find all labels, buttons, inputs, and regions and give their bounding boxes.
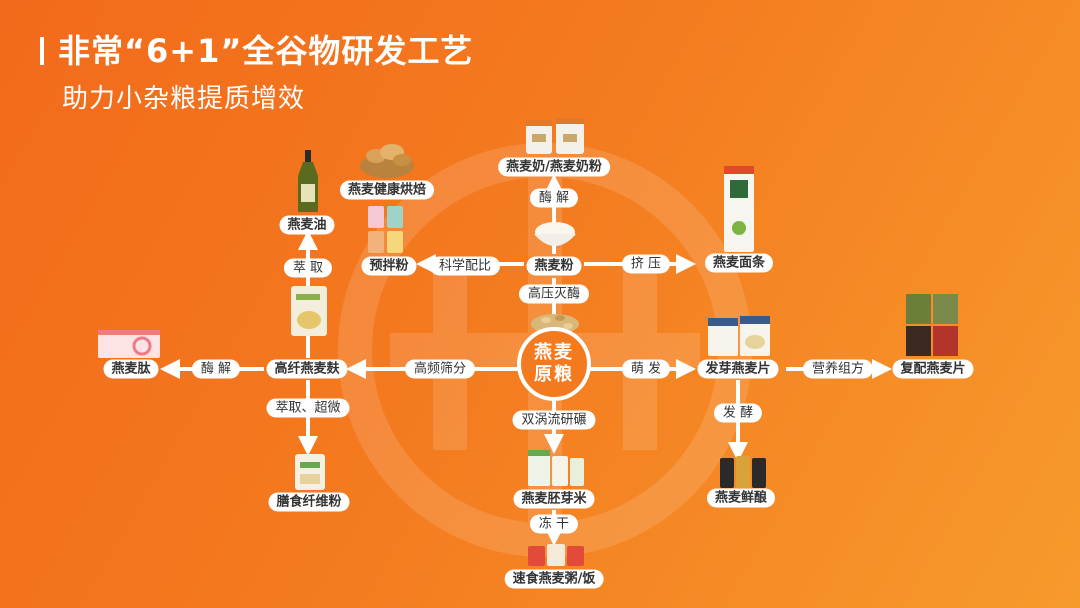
peptide-box-icon (98, 330, 160, 358)
flakes-boxes-icon (906, 294, 958, 356)
process-enzymolysis-top: 酶 解 (529, 188, 579, 208)
node-instant-porridge: 速食燕麦粥/饭 (504, 569, 604, 589)
process-fermentation: 发 酵 (713, 403, 763, 423)
noodle-package-icon (724, 166, 754, 252)
bran-pouch-icon (291, 286, 327, 336)
process-extraction: 萃 取 (283, 258, 333, 278)
beer-cans-icon (720, 456, 766, 488)
center-line-1: 燕麦 (534, 342, 574, 363)
node-oat-oil: 燕麦油 (279, 215, 335, 235)
oat-raw-grain-node: 燕麦 原粮 (517, 327, 591, 401)
process-vortex-milling: 双涡流研碾 (512, 410, 596, 430)
process-scientific-ratio: 科学配比 (429, 256, 501, 276)
node-compound-oat-flakes: 复配燕麦片 (892, 359, 974, 379)
process-high-pressure: 高压灭酶 (518, 284, 590, 304)
node-oat-milk: 燕麦奶/燕麦奶粉 (498, 157, 610, 177)
process-extract-ultrafine: 萃取、超微 (266, 398, 350, 418)
node-dietary-fiber-powder: 膳食纤维粉 (268, 492, 350, 512)
center-line-2: 原粮 (534, 364, 574, 385)
node-oat-flour: 燕麦粉 (526, 256, 582, 276)
flakes-bags-icon (708, 316, 770, 356)
milk-carton-icon (526, 118, 584, 154)
page-title: 非常“6+1”全谷物研发工艺 (40, 26, 473, 72)
node-oat-brew: 燕麦鲜酿 (706, 488, 776, 508)
page-subtitle: 助力小杂粮提质增效 (62, 84, 306, 114)
bread-basket-icon (360, 144, 414, 178)
process-freeze-dry: 冻 干 (529, 514, 579, 534)
node-high-fiber-bran: 高纤燕麦麸 (266, 359, 348, 379)
node-oat-peptide: 燕麦肽 (103, 359, 159, 379)
process-high-freq-sieve: 高频筛分 (404, 359, 476, 379)
flour-bowl-icon (534, 222, 576, 246)
fiber-bag-icon (295, 454, 325, 490)
process-germination: 萌 发 (621, 359, 671, 379)
node-oat-germ-rice: 燕麦胚芽米 (513, 489, 595, 509)
oil-bottle-icon (298, 150, 318, 212)
flour-bags-icon (368, 206, 403, 253)
title-bar (40, 37, 44, 65)
rice-bags-icon (528, 450, 584, 486)
node-oat-baking: 燕麦健康烘焙 (339, 180, 435, 200)
process-nutrition-formula: 营养组方 (802, 359, 874, 379)
porridge-cups-icon (528, 544, 584, 566)
process-squeeze: 挤 压 (621, 254, 671, 274)
node-premix-flour: 预拌粉 (361, 256, 417, 276)
node-oat-noodles: 燕麦面条 (704, 253, 774, 273)
node-sprouted-oat-flakes: 发芽燕麦片 (697, 359, 779, 379)
process-enzymolysis-left: 酶 解 (191, 359, 241, 379)
page-title-text: 非常“6+1”全谷物研发工艺 (58, 32, 474, 70)
